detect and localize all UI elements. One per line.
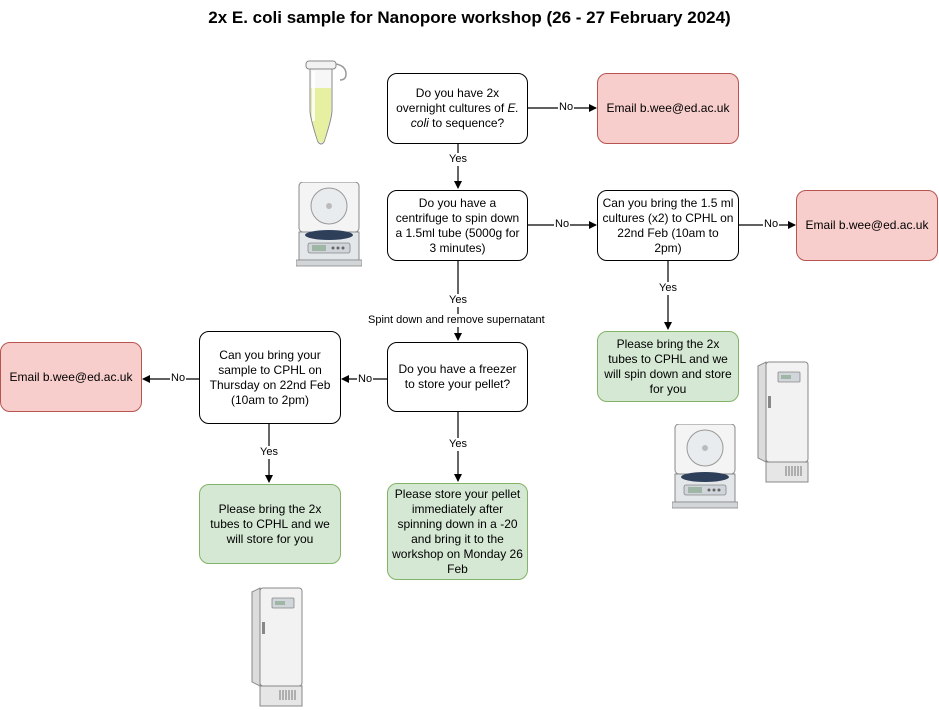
edge-label-centrifuge-no: No (554, 218, 571, 231)
edge-label-cultures-no: No (558, 101, 575, 114)
freezer-icon (251, 587, 303, 707)
question-bring-cultures: Can you bring the 1.5 ml cultures (x2) t… (597, 190, 739, 261)
action-bring-spin-store: Please bring the 2x tubes to CPHL and we… (597, 331, 739, 402)
question-centrifuge: Do you have a centrifuge to spin down a … (387, 190, 528, 261)
question-overnight-cultures: Do you have 2x overnight cultures of E. … (387, 73, 528, 144)
question-bring-sample: Can you bring your sample to CPHL on Thu… (199, 331, 341, 424)
tube-icon (305, 60, 347, 145)
edge-label-bring-cultures-no: No (763, 218, 780, 231)
action-store-pellet: Please store your pellet immediately aft… (387, 483, 528, 580)
edge-label-bring-cultures-yes: Yes (658, 282, 678, 295)
centrifuge-icon (296, 182, 362, 267)
action-bring-store: Please bring the 2x tubes to CPHL and we… (199, 484, 341, 564)
edge-label-freezer-yes: Yes (448, 438, 468, 451)
page-title: 2x E. coli sample for Nanopore workshop … (208, 8, 731, 27)
centrifuge-icon (672, 424, 738, 509)
edge-label-bring-sample-no: No (170, 372, 187, 385)
email-box-3: Email b.wee@ed.ac.uk (0, 342, 142, 412)
freezer-icon (757, 361, 809, 483)
edge-label-centrifuge-yes: Yes (448, 294, 468, 307)
edge-label-cultures-yes: Yes (448, 153, 468, 166)
email-box-2: Email b.wee@ed.ac.uk (796, 190, 938, 261)
edge-label-bring-sample-yes: Yes (259, 446, 279, 459)
edge-label-spin-note: Spint down and remove supernatant (367, 314, 546, 327)
edge-label-freezer-no: No (357, 373, 374, 386)
question-freezer: Do you have a freezer to store your pell… (387, 342, 528, 412)
email-box-1: Email b.wee@ed.ac.uk (597, 73, 739, 144)
